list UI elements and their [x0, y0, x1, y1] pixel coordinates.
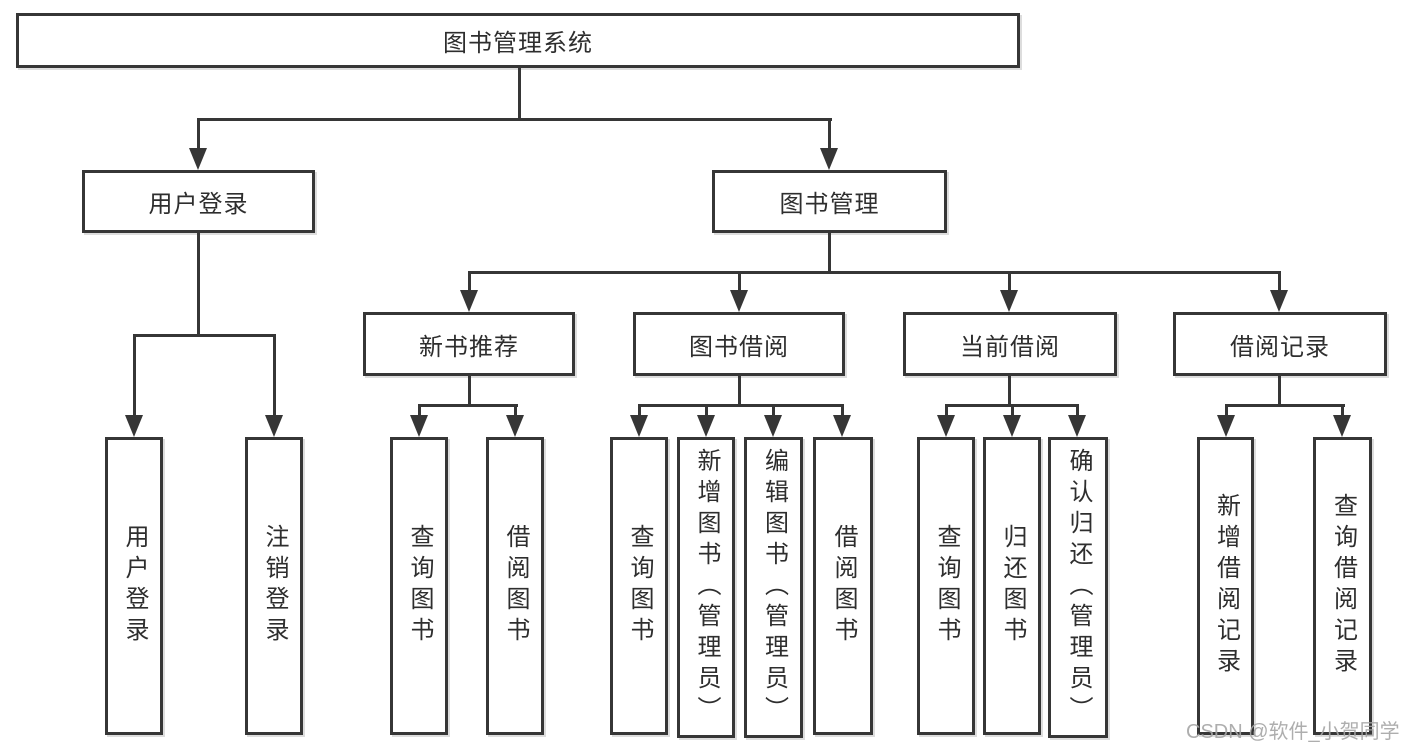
node-leaf-add-book-admin-label: 新增图书（管理员） [693, 448, 720, 727]
node-leaf-return-book-label: 归还图书 [999, 524, 1026, 648]
arrowhead-confirm-return-admin [1068, 415, 1086, 437]
node-borrow-records-label: 借阅记录 [1230, 333, 1330, 361]
arrowhead-query-book-current [937, 415, 955, 437]
node-leaf-query-book-current: 查询图书 [917, 437, 975, 735]
node-leaf-logout: 注销登录 [245, 437, 303, 735]
node-new-book-recommend: 新书推荐 [363, 312, 575, 376]
connector-drop-leaf-user-login [133, 334, 136, 418]
connector-drop-borrow-records [1278, 271, 1281, 291]
node-leaf-confirm-return-admin-label: 确认归还（管理员） [1065, 448, 1092, 727]
connector-drop-current-borrow [1008, 271, 1011, 291]
connector-new-book-recommend-rail [418, 404, 518, 407]
connector-drop-confirm-return-admin [1076, 404, 1079, 418]
node-user-login-label: 用户登录 [148, 191, 249, 218]
node-leaf-borrow-book-recommend: 借阅图书 [486, 437, 544, 735]
connector-book-borrow-rail [638, 404, 844, 407]
connector-drop-book-borrow [738, 271, 741, 291]
arrowhead-leaf-logout [265, 415, 283, 437]
node-current-borrow-label: 当前借阅 [960, 333, 1060, 361]
connector-book-borrow-stem [738, 376, 741, 407]
arrowhead-add-borrow-record [1217, 415, 1235, 437]
connector-drop-user-login [197, 118, 200, 150]
connector-level3-rail [468, 271, 1281, 274]
connector-root-stem [518, 68, 521, 119]
node-leaf-query-borrow-record-label: 查询借阅记录 [1329, 493, 1357, 679]
connector-borrow-records-stem [1278, 376, 1281, 407]
connector-new-book-recommend-stem [468, 376, 471, 407]
connector-drop-edit-book-admin [772, 404, 775, 418]
node-book-management: 图书管理 [712, 170, 947, 233]
node-leaf-confirm-return-admin: 确认归还（管理员） [1048, 437, 1108, 738]
connector-drop-new-book-recommend [468, 271, 471, 291]
node-user-login: 用户登录 [82, 170, 315, 233]
node-leaf-query-book-recommend-label: 查询图书 [406, 524, 433, 648]
node-book-management-label: 图书管理 [779, 191, 880, 218]
node-leaf-query-borrow-record: 查询借阅记录 [1313, 437, 1372, 735]
node-leaf-query-book-borrow: 查询图书 [610, 437, 668, 735]
node-leaf-query-book-current-label: 查询图书 [933, 524, 960, 648]
connector-level2-rail [197, 118, 832, 121]
node-book-borrow-label: 图书借阅 [689, 333, 789, 361]
connector-drop-query-book-recommend [418, 404, 421, 418]
node-leaf-borrow-book-recommend-label: 借阅图书 [502, 524, 529, 648]
node-leaf-add-borrow-record-label: 新增借阅记录 [1212, 493, 1240, 679]
node-leaf-user-login-label: 用户登录 [121, 524, 148, 648]
arrowhead-current-borrow [1000, 290, 1018, 312]
connector-drop-leaf-logout [273, 334, 276, 418]
node-borrow-records: 借阅记录 [1173, 312, 1387, 376]
node-leaf-borrow-book-borrow: 借阅图书 [813, 437, 873, 735]
connector-current-borrow-stem [1008, 376, 1011, 407]
arrowhead-borrow-book-recommend [506, 415, 524, 437]
node-current-borrow: 当前借阅 [903, 312, 1117, 376]
node-leaf-add-borrow-record: 新增借阅记录 [1197, 437, 1254, 735]
connector-drop-borrow-book-borrow [841, 404, 844, 418]
arrowhead-user-login [189, 148, 207, 170]
arrowhead-new-book-recommend [460, 290, 478, 312]
arrowhead-return-book [1003, 415, 1021, 437]
connector-drop-query-borrow-record [1341, 404, 1344, 418]
connector-drop-query-book-current [945, 404, 948, 418]
node-leaf-query-book-recommend: 查询图书 [390, 437, 448, 735]
node-new-book-recommend-label: 新书推荐 [419, 333, 519, 361]
arrowhead-query-book-recommend [410, 415, 428, 437]
connector-drop-return-book [1011, 404, 1014, 418]
connector-borrow-records-rail [1225, 404, 1345, 407]
connector-drop-add-borrow-record [1225, 404, 1228, 418]
arrowhead-edit-book-admin [764, 415, 782, 437]
connector-drop-add-book-admin [705, 404, 708, 418]
node-root-label: 图书管理系统 [443, 30, 593, 57]
arrowhead-book-borrow [730, 290, 748, 312]
connector-drop-book-management [828, 118, 831, 150]
arrowhead-add-book-admin [697, 415, 715, 437]
connector-book-management-stem [828, 233, 831, 274]
node-leaf-query-book-borrow-label: 查询图书 [626, 524, 653, 648]
arrowhead-query-book-borrow [630, 415, 648, 437]
node-root: 图书管理系统 [16, 13, 1020, 68]
arrowhead-query-borrow-record [1333, 415, 1351, 437]
node-leaf-edit-book-admin: 编辑图书（管理员） [744, 437, 803, 738]
connector-drop-borrow-book-recommend [514, 404, 517, 418]
node-leaf-borrow-book-borrow-label: 借阅图书 [830, 524, 857, 648]
arrowhead-borrow-records [1270, 290, 1288, 312]
connector-drop-query-book-borrow [638, 404, 641, 418]
connector-user-login-rail [133, 334, 276, 337]
node-leaf-add-book-admin: 新增图书（管理员） [677, 437, 735, 738]
csdn-watermark: CSDN @软件_小贺同学 [1186, 721, 1400, 743]
node-leaf-return-book: 归还图书 [983, 437, 1041, 735]
node-book-borrow: 图书借阅 [633, 312, 845, 376]
arrowhead-leaf-user-login [125, 415, 143, 437]
connector-user-login-stem [197, 233, 200, 337]
node-leaf-user-login: 用户登录 [105, 437, 163, 735]
arrowhead-borrow-book-borrow [833, 415, 851, 437]
node-leaf-logout-label: 注销登录 [261, 524, 288, 648]
arrowhead-book-management [820, 148, 838, 170]
node-leaf-edit-book-admin-label: 编辑图书（管理员） [760, 448, 788, 727]
